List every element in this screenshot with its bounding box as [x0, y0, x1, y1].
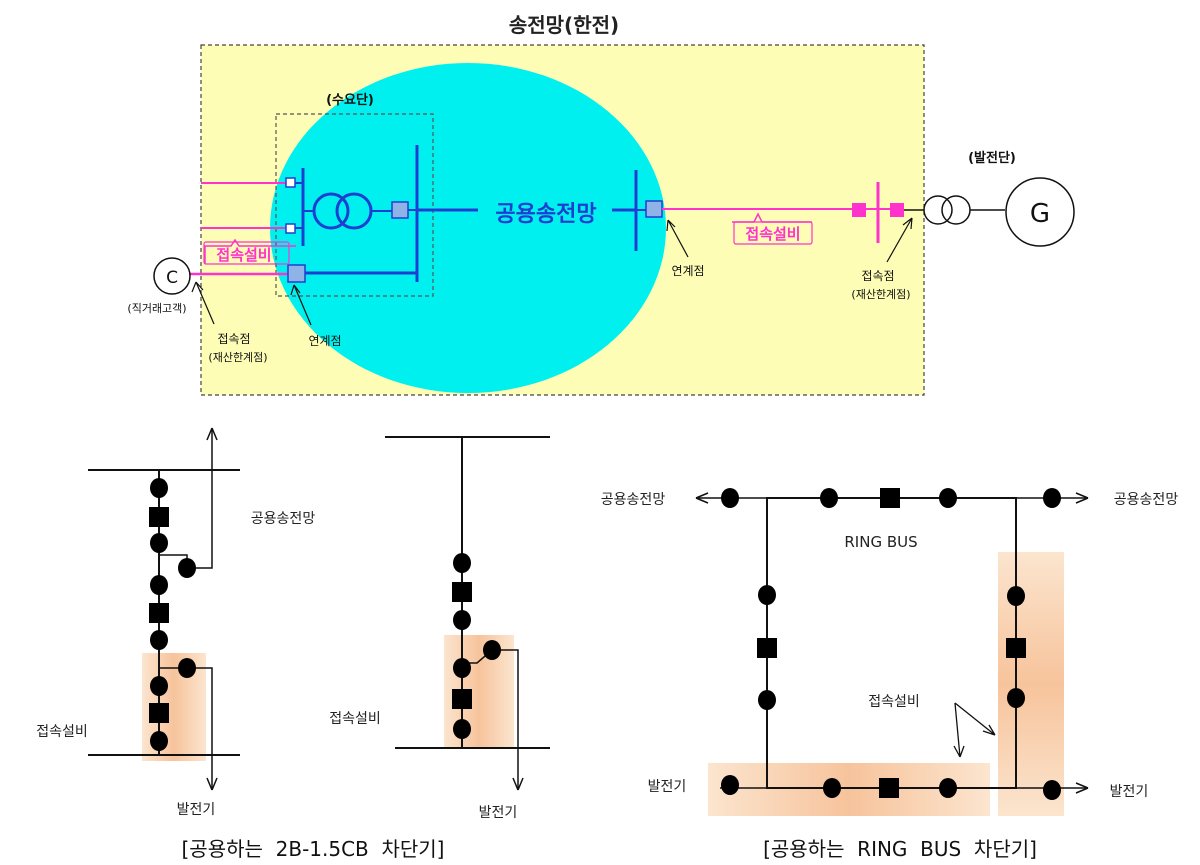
connection-equipment-left-frame [203, 241, 290, 265]
shared-network-label: 공용송전망 [495, 202, 596, 227]
ring-dis-r2 [1007, 688, 1025, 708]
ring-dis-l1 [758, 585, 776, 605]
connection-equipment-label-a: 접속설비 [36, 724, 88, 740]
breaker-a2 [149, 603, 169, 623]
demand-box [275, 113, 434, 297]
ring-breaker-left [757, 638, 777, 658]
link-point-left: 연계점 [308, 334, 341, 348]
connection-point-left-2: (재산한계점) [208, 351, 267, 364]
ring-top-left-arrow [695, 492, 709, 504]
ring-breaker-top [880, 488, 900, 508]
disconnector-a1 [150, 478, 168, 498]
disconnector-a4 [150, 575, 168, 595]
link-point-right: 연계점 [671, 264, 704, 278]
connection-point-right-arrow [886, 217, 913, 263]
ring-bus-label: RING BUS [844, 533, 917, 551]
ring-dis-r1 [1007, 586, 1025, 606]
ring-bus-diagram: RING BUS 공용송전망 공용송전망 접속설비 발전기 발전기 [공용하는 … [601, 488, 1179, 861]
demand-breaker [391, 201, 409, 219]
disconnector-b1 [453, 553, 471, 573]
disconnector-b2 [453, 610, 471, 630]
breaker-diagram-left: 공용송전망 접속설비 발전기 접속설비 발전기 [공용하는 2B-1.5CB 차… [36, 427, 550, 861]
generator-symbol: G [1030, 199, 1050, 229]
disconnector-b5 [453, 719, 471, 739]
ring-dis-b1 [721, 775, 739, 795]
ring-connection-equipment: 접속설비 [868, 694, 920, 710]
breaker-a3 [149, 703, 169, 723]
gen-breaker-a [852, 203, 866, 217]
disconnector-a3 [178, 558, 196, 578]
disconnector-a6 [178, 658, 196, 678]
transformer-coil-a [312, 192, 350, 230]
connection-equipment-left-bracket [204, 238, 296, 264]
bay-a-down-arrow [206, 777, 218, 791]
ring-dis-t1 [721, 488, 739, 508]
connection-point-right-1: 접속점 [861, 269, 894, 283]
disconnector-a7 [150, 676, 168, 696]
shared-network-cloud [270, 63, 666, 393]
ring-caption: [공용하는 RING BUS 차단기] [763, 837, 1037, 861]
connection-point-left-1: 접속점 [217, 332, 250, 346]
bay-a-up-arrow [206, 427, 218, 441]
gen-transformer-a [923, 195, 953, 225]
breaker-b2 [452, 689, 472, 709]
ring-top-right-arrow [1075, 492, 1089, 504]
ring-dis-l2 [758, 690, 776, 710]
connection-equipment-label-b: 접속설비 [329, 711, 381, 727]
customer-label: (직거래고객) [127, 302, 186, 315]
ring-highlight-right [998, 552, 1064, 816]
ring-generator-right: 발전기 [1110, 784, 1149, 800]
ring-shared-network-right: 공용송전망 [1114, 492, 1179, 508]
generator-label-b: 발전기 [479, 805, 518, 821]
connection-point-right-2: (재산한계점) [851, 288, 910, 301]
breaker-a1 [149, 507, 169, 527]
connection-point-left-arrow [191, 281, 215, 325]
ring-connection-pointer [953, 702, 996, 758]
network-title: 송전망(한전) [509, 13, 619, 37]
link-point-left-arrow [290, 284, 312, 326]
disconnector-a2 [150, 533, 168, 553]
generator-label-a: 발전기 [177, 802, 216, 818]
top-diagram: 송전망(한전) (수요단) 공용송전망 [127, 13, 1075, 396]
connection-equipment-left: 접속설비 [216, 246, 271, 264]
bay-b-down-arrow [512, 777, 524, 791]
breaker-b1 [452, 582, 472, 602]
ring-dis-b2 [823, 778, 841, 798]
disconnector-b3 [483, 640, 501, 660]
customer-symbol: C [166, 268, 178, 288]
ring-dis-b3 [939, 778, 957, 798]
ring-generator-left: 발전기 [648, 779, 687, 795]
customer-circle [153, 257, 191, 295]
demand-label: (수요단) [326, 92, 374, 108]
left-caption: [공용하는 2B-1.5CB 차단기] [182, 837, 445, 861]
connection-equipment-right: 접속설비 [745, 225, 800, 243]
customer-breaker [287, 264, 306, 283]
generator-circle [1005, 177, 1075, 247]
ring-dis-t2 [820, 488, 838, 508]
generation-label: (발전단) [968, 150, 1016, 166]
feeder-breaker-2 [285, 223, 296, 234]
gen-breaker-b [890, 203, 904, 217]
connection-equipment-right-frame [733, 221, 813, 245]
ring-bottom-right-arrow [1075, 782, 1089, 794]
disconnector-a5 [150, 630, 168, 650]
shared-network-label-a: 공용송전망 [251, 511, 316, 527]
ring-dis-t4 [1043, 488, 1061, 508]
link-point-right-arrow [666, 219, 689, 258]
ring-breaker-right [1006, 638, 1026, 658]
disconnector-b4 [453, 658, 471, 678]
disconnector-a8 [150, 731, 168, 751]
ring-breaker-bottom [879, 778, 899, 798]
ring-shared-network-left: 공용송전망 [601, 492, 666, 508]
ring-dis-t3 [939, 488, 957, 508]
link-breaker-right [645, 200, 663, 218]
feeder-breaker-1 [285, 177, 296, 188]
ring-dis-b4 [1043, 780, 1061, 800]
